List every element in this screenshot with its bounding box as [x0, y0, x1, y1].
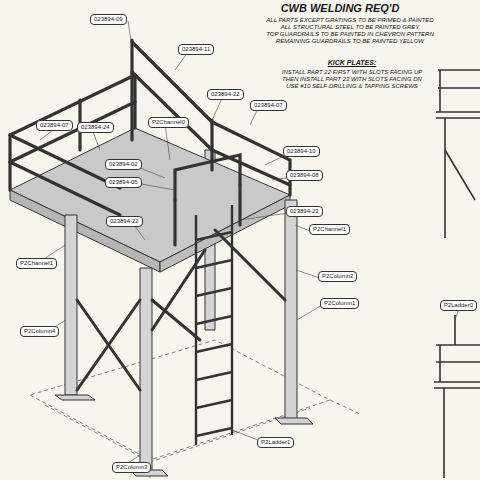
callout-number: P2Column3: [112, 462, 151, 473]
callout-number: P2Channel1: [16, 258, 57, 269]
callout-number: 023894-07: [36, 120, 73, 131]
note-text: USE #10 SELF-DRILLING & TAPPING SCREWS: [286, 83, 418, 90]
callout-number: 023894-10: [283, 146, 320, 157]
callout-number: 023894-23: [286, 206, 323, 217]
callout-number: P2Column1: [320, 298, 359, 309]
callout-number: 023894-22: [106, 216, 143, 227]
callout-number: P2Channel0: [148, 117, 189, 128]
note-text: ALL PARTS EXCEPT GRATINGS TO BE PRIMED &…: [266, 17, 433, 24]
callout-number: P2Ladder1: [257, 437, 294, 448]
note-text: THEN INSTALL PART 23 WITH SLOTS FACING D…: [282, 76, 422, 83]
note-text: REMAINING GUARDRAILS TO BE PAINTED YELLO…: [276, 38, 424, 45]
callout-number: 023894-07: [250, 100, 287, 111]
note-heading: KICK PLATES:: [328, 59, 376, 67]
callout-number: 023894-02: [105, 159, 142, 170]
callout-number: P2Channel1: [309, 224, 350, 235]
drawing-title: CWB WELDING REQ'D: [281, 2, 400, 14]
callout-number: P2Ladder0: [440, 300, 477, 311]
callout-number: 023894-24: [77, 122, 114, 133]
callout-number: 023894-11: [178, 44, 214, 55]
callout-number: 023894-08: [286, 170, 323, 181]
callout-number: P2Column2: [318, 271, 357, 282]
callout-number: 023894-05: [105, 177, 142, 188]
callout-number: P2Column4: [20, 326, 59, 337]
callout-number: 023894-22: [207, 89, 244, 100]
note-text: TOP GUARDRAILS TO BE PAINTED IN CHEVRON …: [266, 31, 434, 38]
callout-number: 023894-09: [90, 14, 127, 25]
note-text: ALL STRUCTURAL STEEL TO BE PAINTED GREY: [281, 24, 420, 31]
note-text: INSTALL PART 22 FIRST WITH SLOTS FACING …: [282, 69, 422, 76]
